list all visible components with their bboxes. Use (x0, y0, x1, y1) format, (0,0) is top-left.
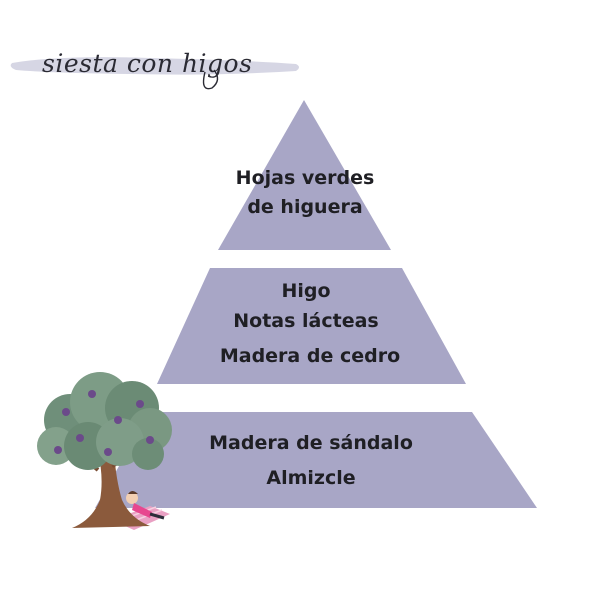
tier-base-line-1: Madera de sándalo (209, 432, 413, 454)
title-text: siesta con higos (42, 49, 252, 78)
pyramid-tier-middle (157, 268, 466, 384)
tier-base-line-2: Almizcle (266, 467, 355, 489)
pyramid-tier-top (218, 100, 391, 250)
title-flourish (202, 69, 219, 90)
fig-tree-with-person-icon (37, 372, 172, 530)
pyramid-tier-base (95, 412, 537, 508)
tier-middle-line-3: Madera de cedro (220, 345, 400, 367)
tier-middle-line-1: Higo (281, 280, 330, 302)
tier-middle-line-2: Notas lácteas (233, 310, 378, 332)
tier-top-line-2: de higuera (247, 196, 362, 218)
tier-top-line-1: Hojas verdes (236, 167, 375, 189)
title-brush-stroke (10, 57, 300, 75)
